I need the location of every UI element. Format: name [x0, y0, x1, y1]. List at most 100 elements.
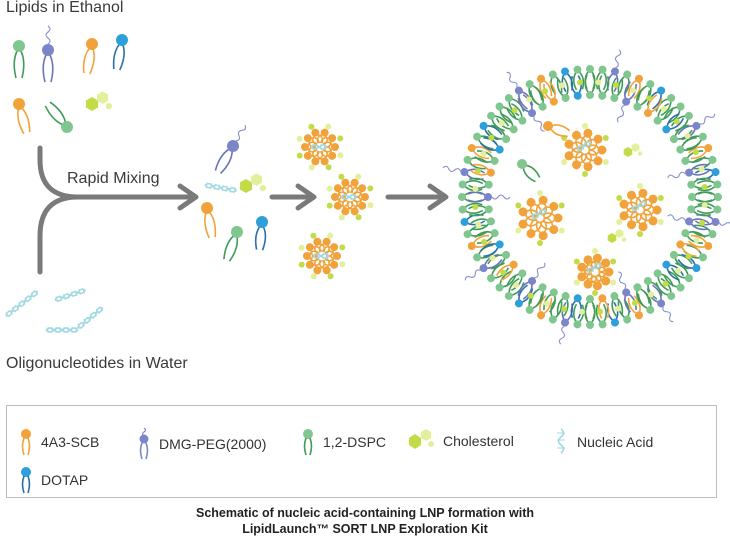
orange-lipid [635, 210, 648, 232]
blue-lipid [662, 260, 685, 281]
green-lipid [223, 226, 243, 262]
orange-lipid [341, 178, 354, 196]
green-lipid [468, 205, 493, 217]
green-lipid [463, 155, 489, 170]
orange-lipid [13, 98, 31, 135]
green-lipid [598, 75, 610, 100]
green-lipid [610, 292, 624, 317]
purple-lipid [667, 214, 710, 231]
green-lipid [543, 288, 558, 313]
orange-lipid [537, 295, 553, 320]
green-lipid [529, 86, 547, 111]
lipids-group [13, 25, 128, 135]
orange-lipid [543, 121, 571, 138]
orange-lipid [619, 206, 640, 221]
nucleic-acid-strand [576, 140, 592, 152]
nucleic-acid-strand [312, 253, 330, 259]
green-lipid [458, 179, 484, 192]
purple-lipid [677, 113, 716, 141]
cholesterol-molecule [85, 91, 112, 111]
orange-lipid [301, 141, 318, 153]
blue-lipid [479, 240, 504, 258]
nucleic-acid-icon [557, 428, 565, 454]
lipids-in-ethanol-label: Lipids in Ethanol [6, 0, 124, 16]
orange-lipid [526, 217, 543, 239]
inner-micelle [616, 183, 664, 237]
peg-lipid-icon [139, 428, 149, 460]
blue-lipid [570, 294, 582, 319]
green-lipid [663, 102, 685, 124]
orange-lipid [627, 74, 643, 99]
cholesterol-molecule [607, 229, 627, 243]
legend-label: DOTAP [41, 472, 89, 488]
green-lipid [696, 179, 722, 192]
purple-lipid [616, 81, 637, 123]
green-lipid [696, 202, 722, 215]
green-lipid [495, 102, 517, 124]
small-micelles-group [296, 123, 374, 280]
green-lipid [556, 77, 570, 102]
green-lipid [572, 65, 585, 91]
nucleic-acid-strand [45, 327, 79, 333]
lnp-particle [442, 49, 730, 345]
legend-item-nucleic-acid: Nucleic Acid [553, 428, 653, 456]
inner-micelle [515, 190, 565, 246]
cholesterol-ring [615, 229, 624, 238]
legend-label: Cholesterol [443, 433, 514, 449]
figure-caption: Schematic of nucleic acid-containing LNP… [0, 505, 730, 537]
green-lipid [474, 229, 499, 244]
green-lipid [688, 191, 713, 203]
green-lipid [676, 136, 701, 154]
green-lipid [663, 270, 685, 292]
blue-lipid-icon [21, 467, 31, 494]
orange-lipid [470, 163, 495, 177]
orange-lipid [564, 146, 585, 161]
nucleic-acid-strand [586, 262, 602, 274]
cholesterol-molecule [239, 173, 266, 193]
cholesterol-molecule [623, 143, 643, 157]
legend: 4A3-SCB DMG-PEG(2000) 1,2-DSPC Cholester… [6, 405, 717, 498]
orange-lipid [305, 243, 323, 258]
orange-lipid [627, 190, 643, 211]
legend-item-dmg-peg: DMG-PEG(2000) [137, 428, 266, 460]
purple-lipid [467, 191, 511, 203]
cholesterol-ring [97, 91, 108, 104]
green-lipid [556, 292, 570, 317]
orange-lipid [535, 218, 548, 241]
arrow-head [177, 183, 199, 211]
nucleic-acid-strand [340, 194, 358, 200]
orange-lipid [303, 250, 320, 262]
orange-lipid [333, 195, 351, 210]
cholesterol-ring [623, 147, 633, 157]
oligonucleotides-group [5, 287, 104, 333]
purple-lipid [506, 71, 534, 110]
green-lipid [617, 70, 632, 96]
mixing-path [37, 145, 197, 275]
green-lipid [495, 270, 517, 292]
orange-lipid [537, 74, 553, 99]
blue-lipid [662, 113, 685, 134]
green-lipid [13, 40, 25, 79]
green-lipid [595, 303, 608, 329]
flow-arrows [37, 145, 449, 275]
purple-lipid [517, 94, 545, 132]
orange-lipid [324, 250, 341, 262]
micelle [296, 123, 344, 171]
nucleic-acid-strand [631, 200, 647, 212]
cholesterol-ring [251, 173, 262, 186]
arrow-3 [385, 183, 449, 211]
lnp-formation-diagram [5, 25, 730, 345]
cholesterol-ring [85, 97, 99, 111]
oligonucleotides-in-water-label: Oligonucleotides in Water [6, 355, 188, 372]
orange-lipid [598, 294, 610, 319]
legend-label: Nucleic Acid [577, 434, 654, 450]
legend-item-dspc: 1,2-DSPC [301, 428, 386, 456]
caption-line-1: Schematic of nucleic acid-containing LNP… [195, 506, 534, 520]
orange-lipid [467, 234, 492, 250]
orange-lipid [688, 234, 713, 250]
green-lipid [517, 159, 541, 183]
orange-lipid [352, 191, 369, 203]
orange-lipid [316, 128, 329, 146]
purple-lipid [667, 163, 710, 179]
purple-lipid [517, 262, 546, 300]
